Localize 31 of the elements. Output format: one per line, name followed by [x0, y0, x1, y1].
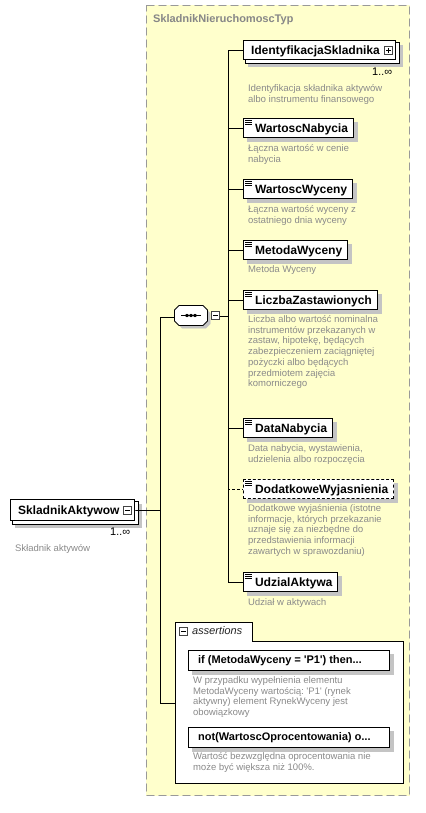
panel-title: assertions: [192, 625, 242, 637]
description-text: Łączna wartość w cenie nabycia: [248, 144, 350, 166]
occurrence-label: 1..∞: [372, 66, 392, 78]
element-name: WartoscWyceny: [255, 183, 348, 195]
description-text: Łączna wartość wyceny z ostatniego dnia wyceny: [248, 205, 357, 226]
description-text: Udział w aktywach: [248, 598, 328, 609]
element-name: SkladnikAktywow: [18, 504, 120, 516]
element-name: IdentyfikacjaSkladnika: [251, 44, 380, 56]
element-name: MetodaWyceny: [255, 244, 342, 256]
occurrence-label: 1..∞: [110, 526, 130, 538]
connector-line: [134, 510, 176, 704]
element-name: DodatkoweWyjasnienia: [255, 483, 388, 495]
connector-line: [220, 316, 244, 583]
description-text: Data nabycia, wystawienia, udzielenia albo rozpoczęcia: [248, 444, 366, 466]
description-text: Dodatkowe wyjaśnienia (istotne informacje, których przekazanie uznaje się za niezbędne do przedstawienia informacji zawartych w sprawozdaniu): [248, 504, 383, 558]
description-text: Metoda Wyceny: [248, 265, 318, 276]
description-text: Identyfikacja składnika aktywów albo instrumentu finansowego: [248, 84, 384, 106]
description-text: W przypadku wypełnienia elementu MetodaWyceny wartością: 'P1' (rynek aktywny) element RynekWyceny jest obowiązkowy: [193, 676, 352, 719]
assertion-rule: if (MetodaWyceny = 'P1') then...: [198, 655, 362, 666]
assertions-panel: [175, 622, 404, 784]
element-name: LiczbaZastawionych: [255, 294, 372, 306]
description-text: Wartość bezwzględna oprocentowania nie może być większa niż 100%.: [193, 752, 372, 774]
sequence-compositor: [174, 305, 220, 329]
type-container: [146, 5, 410, 796]
element-name: WartoscNabycia: [255, 122, 348, 134]
element-name: UdzialAktywa: [255, 576, 332, 588]
description-text: Liczba albo wartość nominalna instrumentów przekazanych w zastaw, hipotekę, będących zabezpieczeniem zaciągniętej pożyczki albo będących przedmiotem zajęcia komorniczego: [248, 315, 379, 390]
assertion-rule: not(WartoscOprocentowania) o...: [198, 732, 371, 743]
description-text: Składnik aktywów: [15, 544, 91, 555]
type-title: SkladnikNieruchomoscTyp: [153, 13, 294, 25]
element-name: DataNabycia: [255, 422, 328, 434]
